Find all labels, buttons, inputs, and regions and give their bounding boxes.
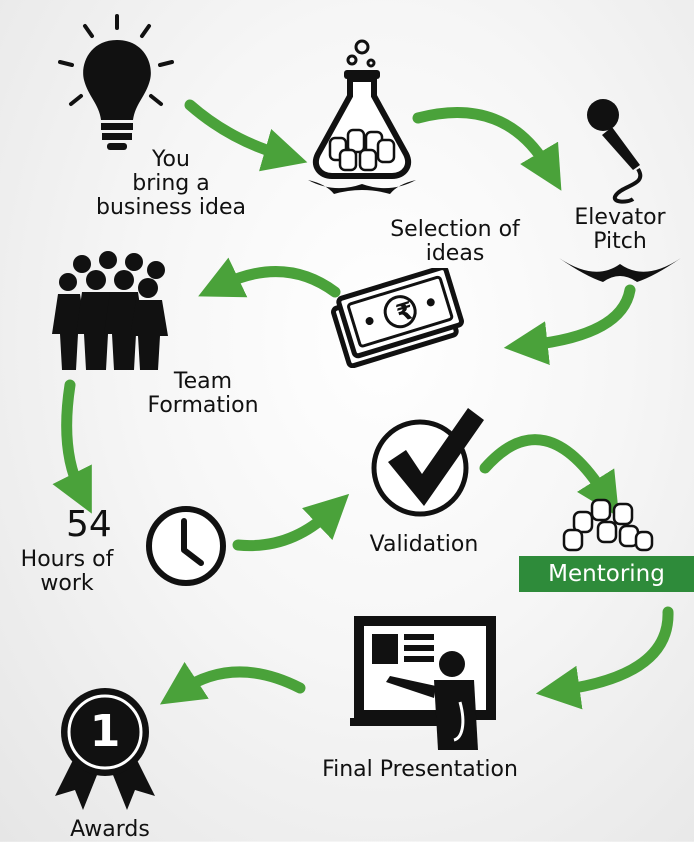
stage-swoosh-icon <box>559 258 681 282</box>
team-icon <box>52 251 168 370</box>
arrow-team-to-hours <box>52 379 92 514</box>
lightbulb-icon <box>58 14 174 150</box>
step-label-validation: Validation <box>369 532 479 557</box>
step-label-selection: Selection of ideas <box>390 217 520 266</box>
award-rank-number: 1 <box>89 706 121 757</box>
arrow-money-to-team <box>198 257 341 298</box>
arrow-selection-to-pitch <box>412 107 562 191</box>
step-label-final: Final Presentation <box>322 757 518 782</box>
flask-icon <box>308 39 416 194</box>
money-icon <box>331 268 464 368</box>
step-label-hours: Hours of work <box>20 547 114 596</box>
mentoring-people-icon <box>562 498 654 552</box>
award-medal-icon <box>55 688 155 810</box>
microphone-icon <box>587 99 643 204</box>
hours-number: 54 <box>66 504 112 545</box>
presentation-icon <box>350 616 496 750</box>
arrow-final-to-awards <box>159 661 306 705</box>
arrow-idea-to-selection <box>184 99 308 172</box>
step-label-pitch: Elevator Pitch <box>574 205 666 254</box>
step-label-mentoring: Mentoring <box>519 556 694 592</box>
clock-icon <box>146 506 226 586</box>
step-label-team: Team Formation <box>147 369 259 418</box>
arrow-validation-to-mentoring <box>479 434 620 518</box>
arrow-mentoring-to-final <box>535 606 674 710</box>
step-label-idea: You bring a business idea <box>96 147 246 220</box>
step-label-awards: Awards <box>70 817 150 842</box>
checkmark-icon <box>371 408 484 517</box>
arrow-hours-to-validation <box>232 493 350 552</box>
arrow-pitch-to-money <box>503 284 636 365</box>
